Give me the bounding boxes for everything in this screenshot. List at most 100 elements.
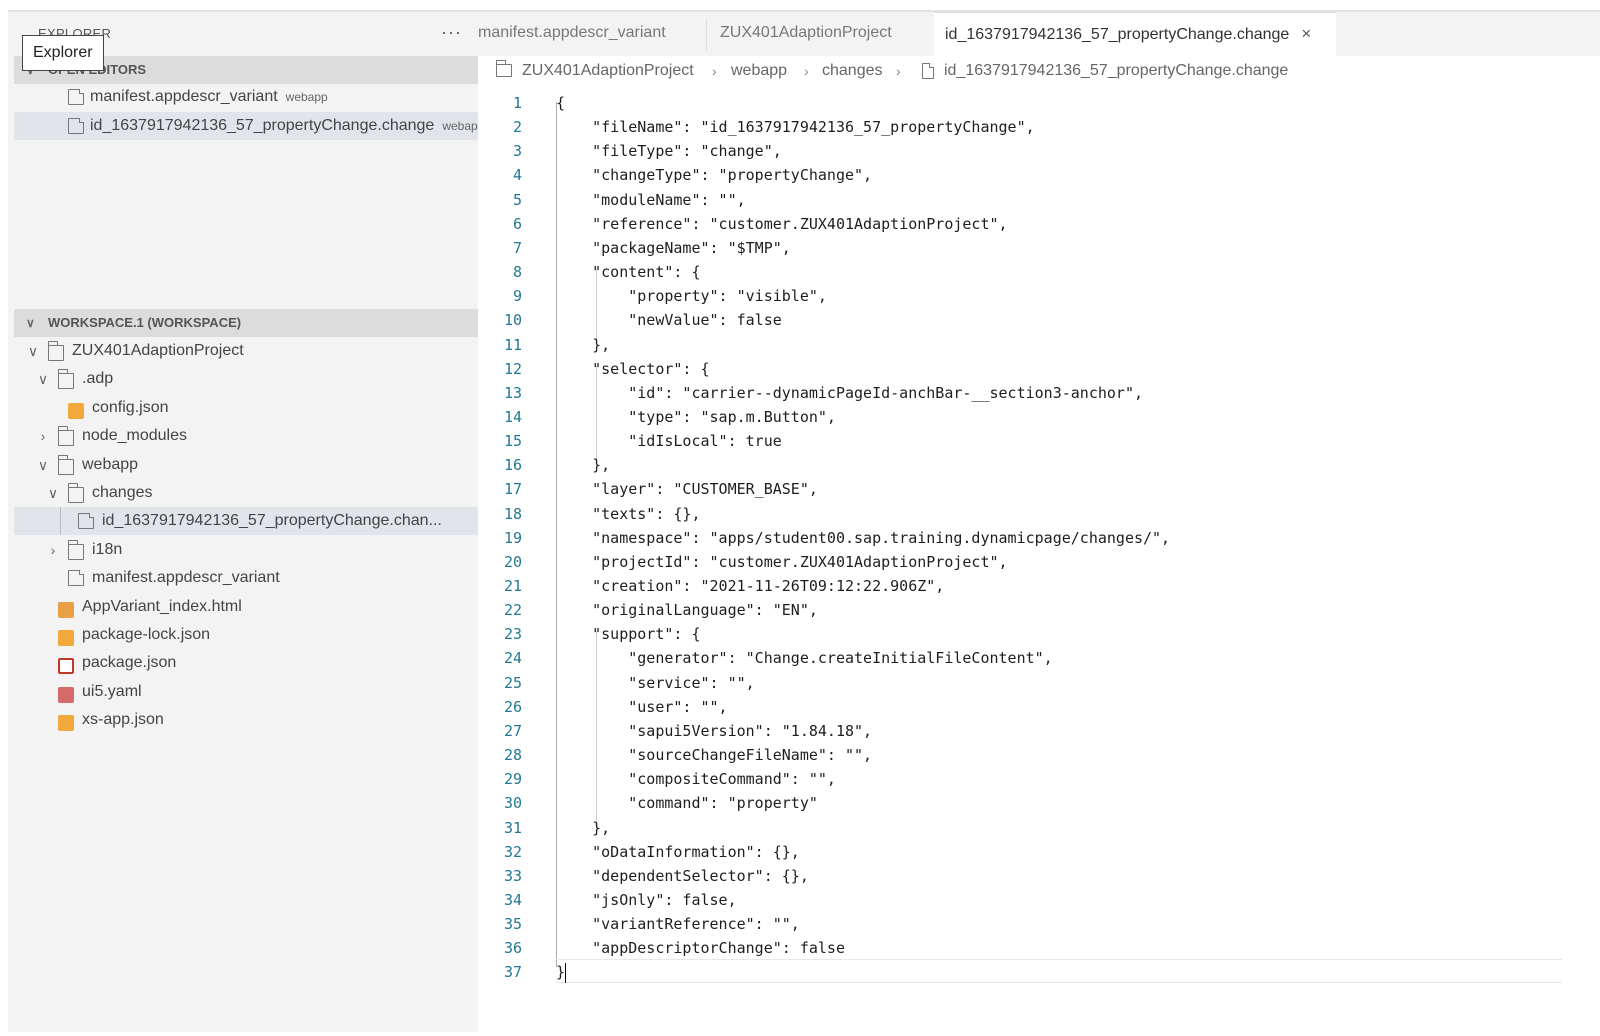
- tree-item[interactable]: AppVariant_index.html: [14, 593, 486, 621]
- code-line[interactable]: "idIsLocal": true: [556, 432, 782, 451]
- more-actions-icon[interactable]: ···: [441, 22, 462, 42]
- line-number: 35: [503, 915, 522, 934]
- code-line[interactable]: "packageName": "$TMP",: [556, 238, 791, 257]
- tree-item-label: package-lock.json: [82, 626, 211, 643]
- line-number: 20: [503, 552, 522, 571]
- tree-item[interactable]: ∨changes: [14, 479, 486, 507]
- file-icon: [78, 513, 94, 530]
- code-line[interactable]: },: [556, 818, 611, 837]
- breadcrumb-item[interactable]: id_1637917942136_57_propertyChange.chang…: [944, 62, 1289, 79]
- line-number: 15: [503, 432, 522, 451]
- tree-item[interactable]: ∨webapp: [14, 451, 486, 479]
- workspace-header[interactable]: ∨ WORKSPACE.1 (WORKSPACE): [14, 309, 486, 337]
- line-number: 4: [512, 166, 522, 185]
- code-line[interactable]: "jsOnly": false,: [556, 890, 737, 909]
- tree-item[interactable]: manifest.appdescr_variant: [14, 564, 486, 592]
- tree-item[interactable]: package.json: [14, 649, 486, 677]
- code-line[interactable]: }: [556, 963, 566, 982]
- line-number: 30: [503, 794, 522, 813]
- file-icon: [922, 63, 934, 79]
- code-line[interactable]: "projectId": "customer.ZUX401AdaptionPro…: [556, 552, 1008, 571]
- json-file-icon: [58, 630, 74, 646]
- code-line[interactable]: "id": "carrier--dynamicPageId-anchBar-__…: [556, 383, 1143, 402]
- tree-item[interactable]: xs-app.json: [14, 706, 486, 734]
- line-number: 29: [503, 770, 522, 789]
- code-line[interactable]: "moduleName": "",: [556, 190, 746, 209]
- line-number: 6: [512, 214, 522, 233]
- code-line[interactable]: "property": "visible",: [556, 287, 827, 306]
- line-number: 32: [503, 842, 522, 861]
- code-line[interactable]: "selector": {: [556, 359, 710, 378]
- tree-item[interactable]: config.json: [14, 394, 486, 422]
- line-number: 1: [512, 94, 522, 112]
- editor-area: manifest.appdescr_variant ZUX401Adaption…: [478, 12, 1600, 1032]
- code-line[interactable]: },: [556, 456, 611, 475]
- line-number: 18: [503, 504, 522, 523]
- tree-item[interactable]: ∨.adp: [14, 365, 486, 393]
- code-line[interactable]: "sapui5Version": "1.84.18",: [556, 721, 873, 740]
- code-line[interactable]: "command": "property": [556, 794, 818, 813]
- line-number: 36: [503, 939, 522, 958]
- code-line[interactable]: "changeType": "propertyChange",: [556, 166, 873, 185]
- code-line[interactable]: "compositeCommand": "",: [556, 770, 836, 789]
- tab-project[interactable]: ZUX401AdaptionProject: [720, 12, 934, 56]
- tab-manifest[interactable]: manifest.appdescr_variant: [478, 12, 706, 56]
- indent-guide: [596, 631, 597, 825]
- chevron-down-icon[interactable]: ∨: [27, 343, 39, 359]
- code-line[interactable]: "appDescriptorChange": false: [556, 939, 845, 958]
- chevron-right-icon[interactable]: ›: [50, 541, 56, 558]
- breadcrumb-item[interactable]: changes: [822, 62, 883, 79]
- code-line[interactable]: "namespace": "apps/student00.sap.trainin…: [556, 528, 1171, 547]
- line-number: 23: [503, 625, 522, 644]
- tree-item[interactable]: id_1637917942136_57_propertyChange.chan.…: [14, 507, 486, 536]
- code-line[interactable]: "layer": "CUSTOMER_BASE",: [556, 480, 818, 499]
- folder-open-icon: [67, 483, 84, 503]
- chevron-right-icon: ›: [712, 63, 717, 79]
- code-line[interactable]: "creation": "2021-11-26T09:12:22.906Z",: [556, 577, 945, 595]
- code-line[interactable]: "support": {: [556, 625, 701, 644]
- line-number: 5: [512, 190, 522, 209]
- code-line[interactable]: "user": "",: [556, 697, 728, 716]
- line-number: 11: [503, 335, 522, 354]
- tab-change-file[interactable]: id_1637917942136_57_propertyChange.chang…: [934, 12, 1336, 56]
- code-line[interactable]: "dependentSelector": {},: [556, 866, 809, 885]
- folder-open-icon: [57, 369, 74, 390]
- tree-item[interactable]: ∨ZUX401AdaptionProject: [14, 337, 486, 365]
- explorer-tooltip: Explorer: [22, 35, 104, 71]
- code-line[interactable]: "sourceChangeFileName": "",: [556, 746, 873, 765]
- code-line[interactable]: },: [556, 335, 611, 354]
- chevron-right-icon: ›: [896, 63, 901, 79]
- breadcrumb-item[interactable]: webapp: [731, 62, 788, 79]
- code-line[interactable]: "texts": {},: [556, 504, 701, 523]
- code-line[interactable]: "content": {: [556, 263, 701, 282]
- chevron-right-icon[interactable]: ›: [40, 428, 46, 445]
- chevron-down-icon[interactable]: ∨: [47, 485, 59, 501]
- breadcrumb-item[interactable]: ZUX401AdaptionProject: [522, 62, 694, 79]
- tree-item[interactable]: ›i18n: [14, 536, 486, 564]
- code-line[interactable]: {: [556, 94, 566, 112]
- code-line[interactable]: "variantReference": "",: [556, 915, 800, 934]
- code-line[interactable]: "service": "",: [556, 673, 755, 692]
- tree-item[interactable]: package-lock.json: [14, 621, 486, 649]
- code-line[interactable]: "reference": "customer.ZUX401AdaptionPro…: [556, 214, 1008, 233]
- line-number: 12: [503, 359, 522, 378]
- folder-open-icon: [57, 454, 74, 475]
- code-line[interactable]: "fileName": "id_1637917942136_57_propert…: [556, 118, 1035, 137]
- close-icon[interactable]: ×: [1301, 24, 1312, 43]
- line-number: 19: [503, 528, 522, 547]
- code-line[interactable]: "generator": "Change.createInitialFileCo…: [556, 649, 1053, 668]
- code-line[interactable]: "type": "sap.m.Button",: [556, 407, 836, 426]
- tab-label: ZUX401AdaptionProject: [720, 24, 892, 41]
- npm-file-icon: [58, 658, 74, 675]
- code-line[interactable]: "originalLanguage": "EN",: [556, 601, 818, 620]
- chevron-down-icon[interactable]: ∨: [37, 456, 49, 473]
- code-line[interactable]: "newValue": false: [556, 311, 782, 330]
- indent-guide: [60, 507, 61, 536]
- tree-item[interactable]: ui5.yaml: [14, 678, 486, 706]
- tree-item[interactable]: ›node_modules: [14, 422, 486, 450]
- code-line[interactable]: "fileType": "change",: [556, 142, 782, 161]
- code-line[interactable]: "oDataInformation": {},: [556, 842, 800, 861]
- chevron-down-icon[interactable]: ∨: [37, 371, 49, 388]
- open-editor-item[interactable]: id_1637917942136_57_propertyChange.chang…: [14, 112, 486, 140]
